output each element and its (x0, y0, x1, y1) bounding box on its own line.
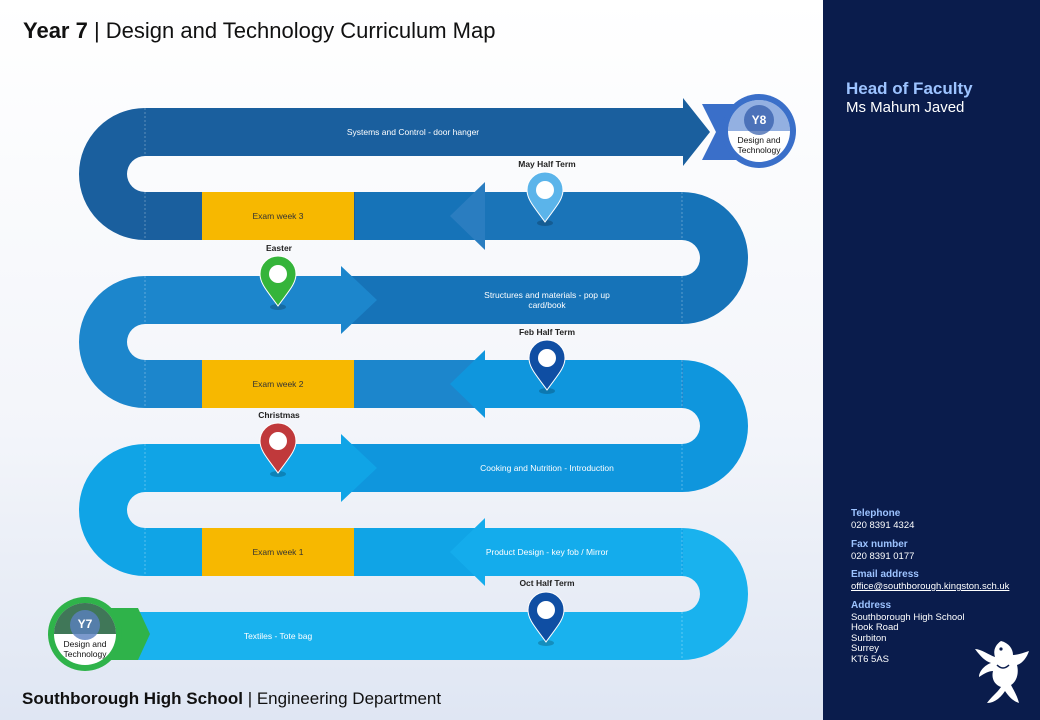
contact-sidebar: Head of Faculty Ms Mahum Javed Telephone… (823, 0, 1040, 720)
lane-1-label: Systems and Control - door hanger (347, 127, 479, 137)
pin-christmas: Christmas (258, 410, 300, 477)
svg-text:Christmas: Christmas (258, 410, 300, 420)
turn-left-3 (79, 444, 145, 576)
exam-3-label: Exam week 3 (252, 211, 303, 221)
exam-1-label: Exam week 1 (252, 547, 303, 557)
turn-left-2 (79, 276, 145, 408)
svg-text:Technology: Technology (63, 649, 107, 659)
lane-5-arrowhead (341, 434, 377, 502)
address-label: Address (851, 599, 892, 611)
svg-text:Easter: Easter (266, 243, 293, 253)
exam-2-label: Exam week 2 (252, 379, 303, 389)
lane-1 (145, 108, 683, 156)
turn-right-1 (682, 192, 748, 324)
lane-4-arrowhead (450, 350, 485, 418)
svg-text:Oct Half Term: Oct Half Term (519, 578, 575, 588)
pin-easter: Easter (259, 243, 297, 310)
svg-text:May Half Term: May Half Term (518, 159, 576, 169)
lane-2-arrowhead (450, 182, 485, 250)
lane-7 (130, 612, 683, 660)
address-value: Southborough High School Hook Road Surbi… (851, 611, 965, 665)
lane-3-arrowhead (341, 266, 377, 334)
pin-feb-half-term: Feb Half Term (519, 327, 575, 394)
fax-value: 020 8391 0177 (851, 550, 915, 562)
svg-text:Feb Half Term: Feb Half Term (519, 327, 575, 337)
head-of-faculty-name: Ms Mahum Javed (846, 99, 965, 116)
turn-left-1 (79, 108, 145, 240)
griffin-crest-icon (975, 641, 1029, 703)
email-link[interactable]: office@southborough.kingston.sch.uk (851, 581, 1010, 592)
svg-text:Design and: Design and (737, 135, 780, 145)
svg-text:Technology: Technology (737, 145, 781, 155)
badge-y7: Y7 Design and Technology (48, 597, 150, 671)
exam-2-block (202, 360, 354, 408)
lane-5-label: Cooking and Nutrition - Introduction (480, 463, 614, 473)
svg-text:Design and: Design and (63, 639, 106, 649)
email-label: Email address (851, 569, 919, 580)
curriculum-road-map: Systems and Control - door hanger Exam w… (48, 94, 796, 671)
telephone-value: 020 8391 4324 (851, 520, 915, 531)
head-of-faculty-label: Head of Faculty (846, 79, 973, 98)
pin-oct-half-term: Oct Half Term (519, 578, 575, 646)
pin-may-half-term: May Half Term (518, 159, 576, 226)
lane-7-label: Textiles - Tote bag (244, 631, 313, 641)
fax-label: Fax number (851, 538, 908, 550)
lane-6-label: Product Design - key fob / Mirror (486, 547, 609, 557)
turn-right-2 (682, 360, 748, 492)
exam-3-block (202, 192, 354, 240)
telephone-label: Telephone (851, 508, 901, 519)
turn-right-3 (682, 528, 748, 660)
badge-y7-year: Y7 (78, 617, 93, 631)
badge-y8-year: Y8 (752, 113, 767, 127)
contact-details: Telephone 020 8391 4324 Fax number 020 8… (851, 508, 1036, 665)
lane-6-arrowhead (450, 518, 485, 586)
page-footer: Southborough High School | Engineering D… (22, 689, 442, 708)
exam-1-block (202, 528, 354, 576)
page-title: Year 7 | Design and Technology Curriculu… (23, 18, 496, 43)
lane-1-arrowhead (683, 98, 710, 166)
badge-y8: Y8 Design and Technology (702, 94, 796, 168)
